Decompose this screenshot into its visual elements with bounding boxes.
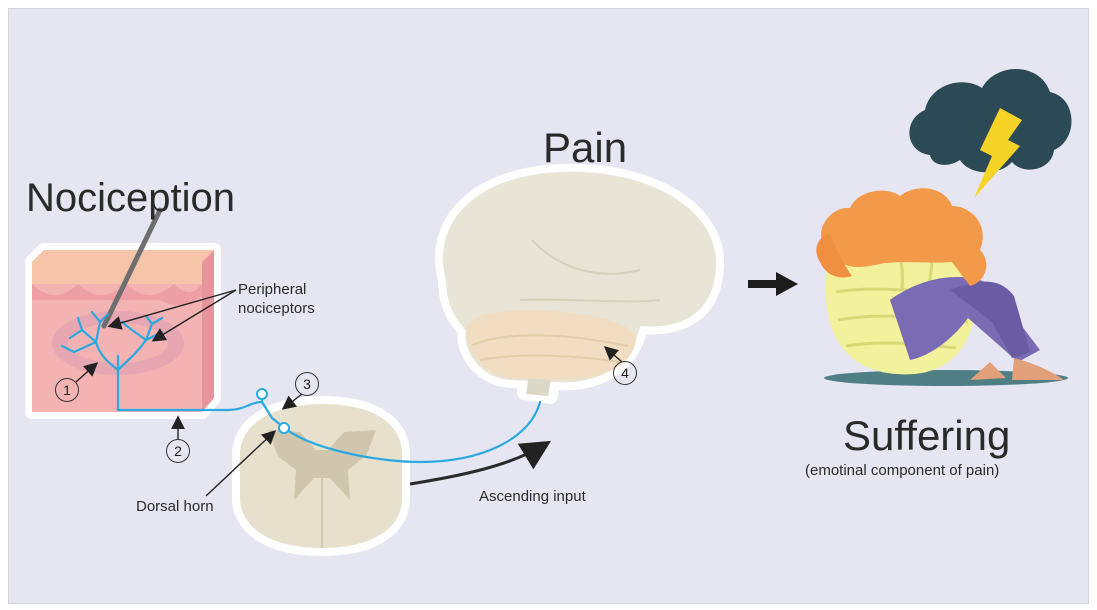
ascending-input-arrow: [410, 444, 546, 484]
step-4-marker: 4: [613, 361, 637, 385]
synapse-marker: [279, 423, 289, 433]
brain-illustration: [443, 172, 716, 396]
step-1-marker: 1: [55, 378, 79, 402]
peripheral-label-line1: Peripheral: [238, 280, 315, 299]
suffering-subtitle: (emotinal component of pain): [805, 462, 999, 479]
peripheral-label-line2: nociceptors: [238, 299, 315, 318]
step-2-marker: 2: [166, 439, 190, 463]
storm-cloud-icon: [909, 69, 1071, 172]
peripheral-nociceptors-label: Peripheral nociceptors: [238, 280, 315, 318]
spinal-cord-illustration: [240, 404, 402, 548]
nociception-title: Nociception: [26, 176, 235, 221]
suffering-title: Suffering: [843, 412, 1010, 460]
dorsal-horn-label: Dorsal horn: [136, 498, 214, 515]
dorsal-root-ganglion: [257, 389, 267, 399]
step-3-marker: 3: [295, 372, 319, 396]
pain-title: Pain: [543, 124, 627, 172]
sad-person-illustration: [816, 188, 1068, 386]
suffering-arrow: [748, 272, 798, 296]
ascending-input-label: Ascending input: [479, 488, 586, 505]
